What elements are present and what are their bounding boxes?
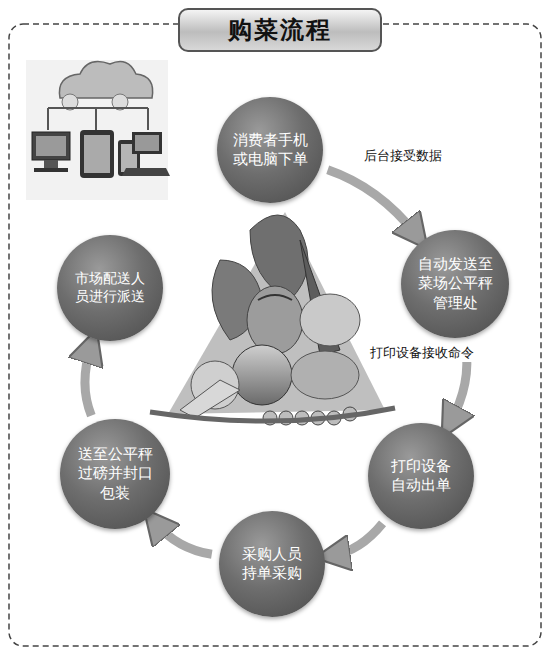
process-circle: 采购人员持单采购 bbox=[219, 511, 325, 617]
flow-arrow bbox=[328, 170, 417, 235]
edge-label: 后台接受数据 bbox=[362, 147, 444, 165]
process-circle: 市场配送人员进行派送 bbox=[57, 235, 163, 341]
flow-arrow bbox=[332, 523, 382, 555]
text-stack: 打印设备自动出单 bbox=[391, 457, 451, 496]
vegetable-illustration bbox=[150, 212, 395, 425]
process-circle: 打印设备自动出单 bbox=[368, 423, 474, 529]
title-banner: 购菜流程 bbox=[178, 8, 382, 52]
process-circle: 消费者手机或电脑下单 bbox=[217, 97, 323, 203]
process-circle: 送至公平秤过磅并封口包装 bbox=[60, 419, 170, 529]
node-label: 消费者手机或电脑下单 bbox=[233, 131, 308, 170]
cloud-devices-icon bbox=[26, 60, 170, 200]
text-stack: 送至公平秤过磅并封口包装 bbox=[78, 445, 153, 504]
edge-label: 打印设备接收命令 bbox=[368, 344, 476, 362]
text-stack: 市场配送人员进行派送 bbox=[70, 270, 151, 305]
node-label: 市场配送人员进行派送 bbox=[70, 270, 151, 305]
flow-arrow bbox=[85, 346, 91, 416]
text-stack: 自动发送至菜场公平秤管理处 bbox=[418, 255, 493, 314]
process-circle: 自动发送至菜场公平秤管理处 bbox=[401, 230, 509, 338]
node-label: 自动发送至菜场公平秤管理处 bbox=[418, 255, 493, 314]
text-stack: 采购人员持单采购 bbox=[242, 545, 302, 584]
flow-arrow bbox=[155, 523, 212, 555]
node-label: 打印设备自动出单 bbox=[391, 457, 451, 496]
text-stack: 消费者手机或电脑下单 bbox=[233, 131, 308, 170]
dashed-frame bbox=[9, 24, 541, 646]
node-label: 采购人员持单采购 bbox=[242, 545, 302, 584]
node-label: 送至公平秤过磅并封口包装 bbox=[78, 445, 153, 504]
